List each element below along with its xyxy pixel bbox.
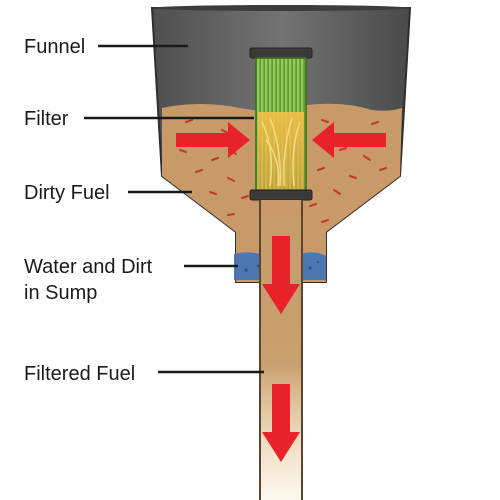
funnel-label: Funnel: [24, 36, 85, 58]
inflow-arrow-right: [312, 122, 386, 158]
dirt-specks: [179, 119, 387, 223]
filter-flow-streaks: [261, 117, 301, 187]
outflow-arrow-upper: [262, 236, 300, 314]
funnel-rim: [152, 5, 410, 11]
filter-cap: [249, 47, 313, 59]
sump-label-line2: in Sump: [24, 282, 97, 304]
inflow-arrow-left: [176, 122, 250, 158]
sump-label-line1: Water and Dirt: [24, 256, 153, 278]
filter-base: [249, 189, 313, 201]
filter-label: Filter: [24, 108, 69, 130]
dirty-fuel-label: Dirty Fuel: [24, 182, 110, 204]
filtered-fuel-label: Filtered Fuel: [24, 363, 135, 385]
outflow-arrow-lower: [262, 384, 300, 462]
